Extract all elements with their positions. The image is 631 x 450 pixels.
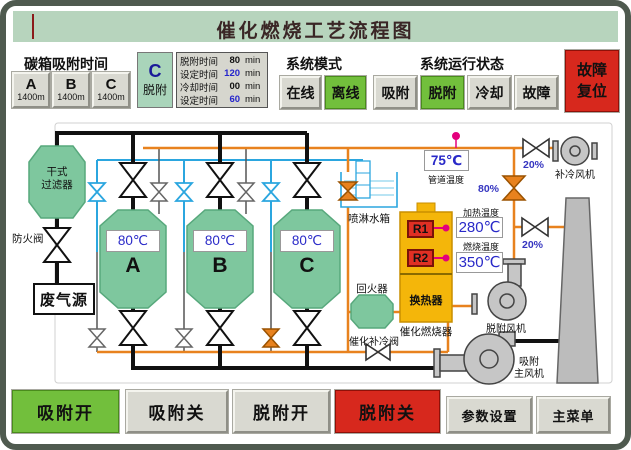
desorb-off-button[interactable]: 脱附关 bbox=[335, 390, 440, 433]
tank-c-letter: C bbox=[299, 254, 315, 277]
dry-filter-label: 干式过滤器 bbox=[41, 166, 73, 191]
pipe-temp-label: 管道温度 bbox=[427, 175, 464, 185]
desorb-unit-mode: 脱附 bbox=[142, 83, 167, 98]
title-bar: 催化燃烧工艺流程图 bbox=[13, 11, 618, 42]
box-b-name: B bbox=[65, 75, 77, 93]
tank-a-letter: A bbox=[125, 254, 141, 277]
valve-20pct-top-icon bbox=[522, 137, 550, 159]
param-settings-button[interactable]: 参数设置 bbox=[447, 397, 532, 433]
catalyst-cool-valve-label: 催化补冷阀 bbox=[349, 337, 399, 348]
box-b-value: 1400m bbox=[57, 91, 85, 102]
pipe-temp-value: 75℃ bbox=[424, 150, 469, 171]
desorb-fan-label: 脱附风机 bbox=[486, 324, 526, 335]
r2-tag: R2 bbox=[407, 249, 434, 267]
tank-a-temp: 80℃ bbox=[106, 230, 160, 252]
valve-80pct-icon bbox=[501, 175, 527, 201]
main-fan-icon bbox=[433, 331, 516, 385]
fire-valve-label: 防火阀 bbox=[12, 233, 44, 245]
branch-bottom-valves bbox=[87, 328, 194, 348]
box-c-value: 1400m bbox=[97, 91, 125, 102]
tank-b-temp: 80℃ bbox=[193, 230, 247, 252]
tank-top-valves bbox=[117, 162, 323, 198]
desorb-branch-valve-icon bbox=[261, 181, 359, 348]
valve-20pct-low-icon bbox=[521, 216, 549, 238]
heating-temp-value: 280℃ bbox=[456, 217, 503, 238]
system-status-label: 系统运行状态 bbox=[420, 56, 504, 72]
combustion-temp-value: 350℃ bbox=[456, 252, 503, 273]
desorb-unit-letter: C bbox=[148, 60, 162, 81]
fault-reset-button[interactable]: 故障复位 bbox=[565, 50, 619, 112]
adsorb-on-button[interactable]: 吸附开 bbox=[12, 390, 119, 433]
mode-online-button[interactable]: 在线 bbox=[280, 76, 321, 109]
mode-offline-button[interactable]: 离线 bbox=[325, 76, 366, 109]
branch-top-valves bbox=[149, 182, 256, 202]
r1-tag: R1 bbox=[407, 220, 434, 238]
valve-20pct-low-label: 20% bbox=[522, 239, 544, 251]
carbon-box-panel-label: 碳箱吸附时间 bbox=[24, 56, 108, 72]
main-menu-button[interactable]: 主菜单 bbox=[537, 397, 610, 433]
cooling-fan-label: 补冷风机 bbox=[555, 170, 595, 181]
cooling-inlet-valves bbox=[86, 182, 282, 202]
status-fault-indicator[interactable]: 故障 bbox=[515, 76, 558, 109]
carbon-box-a: A 1400m bbox=[12, 72, 50, 108]
carbon-box-b: B 1400m bbox=[52, 72, 90, 108]
tank-b-letter: B bbox=[212, 254, 228, 277]
waste-gas-source-box: 废气源 bbox=[33, 283, 95, 315]
carbon-box-c: C 1400m bbox=[92, 72, 130, 108]
tank-bottom-valves bbox=[117, 310, 323, 346]
box-a-name: A bbox=[25, 75, 37, 93]
adsorb-off-button[interactable]: 吸附关 bbox=[126, 390, 228, 433]
system-mode-label: 系统模式 bbox=[286, 56, 342, 72]
branch-pipes bbox=[96, 148, 272, 352]
desorb-fan-icon bbox=[471, 258, 527, 321]
catalyst-cool-valve-icon bbox=[365, 342, 391, 362]
cooling-fan-icon bbox=[552, 136, 598, 166]
status-cool-indicator[interactable]: 冷却 bbox=[468, 76, 511, 109]
spray-tank-label: 喷淋水箱 bbox=[348, 213, 390, 225]
status-desorb-indicator[interactable]: 脱附 bbox=[421, 76, 464, 109]
flame-arrestor-vessel bbox=[350, 294, 394, 329]
flame-arrestor-label: 回火器 bbox=[356, 283, 388, 295]
desorb-unit-indicator: C 脱附 bbox=[137, 52, 173, 108]
main-fan-label: 吸附主风机 bbox=[514, 357, 544, 380]
combustion-temp-label: 燃烧温度 bbox=[462, 242, 499, 252]
valve-80pct-label: 80% bbox=[478, 183, 500, 195]
heating-temp-label: 加热温度 bbox=[462, 208, 499, 218]
desorb-on-button[interactable]: 脱附开 bbox=[233, 390, 330, 433]
heat-exchanger-label: 换热器 bbox=[409, 295, 443, 307]
valve-20pct-top-label: 20% bbox=[523, 159, 545, 171]
page-title: 催化燃烧工艺流程图 bbox=[216, 21, 415, 42]
tank-c-temp: 80℃ bbox=[280, 230, 334, 252]
box-a-value: 1400m bbox=[17, 91, 45, 102]
cooling-pipes bbox=[96, 159, 363, 252]
box-c-name: C bbox=[105, 75, 117, 93]
status-adsorb-indicator[interactable]: 吸附 bbox=[374, 76, 417, 109]
fire-valve-icon bbox=[41, 227, 73, 263]
exhaust-stack bbox=[556, 197, 599, 384]
title-accent-line bbox=[32, 14, 34, 39]
dry-filter-vessel bbox=[28, 145, 86, 219]
catalytic-burner-label: 催化燃烧器 bbox=[399, 326, 453, 338]
